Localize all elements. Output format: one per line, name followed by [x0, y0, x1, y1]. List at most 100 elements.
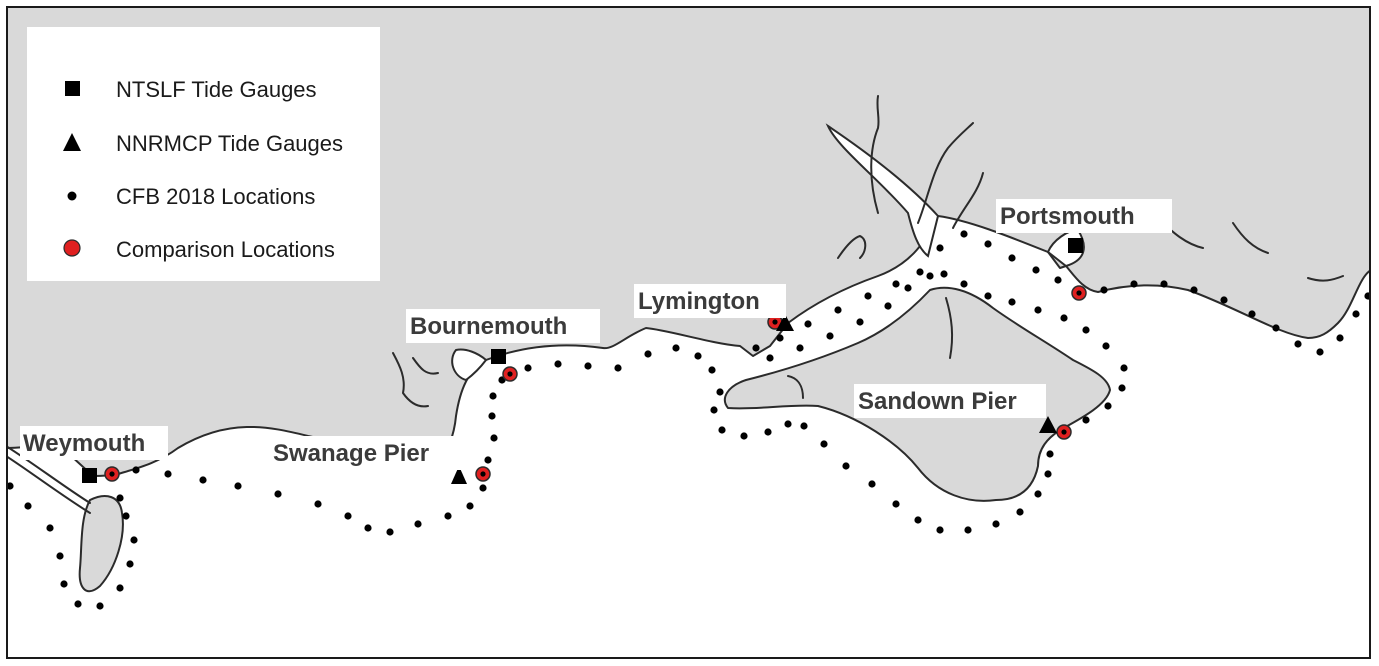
cfb-location-dot: [834, 306, 842, 314]
cfb-location-dot: [884, 302, 892, 310]
cfb-location-dot: [936, 526, 944, 534]
cfb-location-dot: [940, 270, 948, 278]
cfb-location-dot: [116, 494, 124, 502]
cfb-location-dot: [1032, 266, 1040, 274]
gauge-portsmouth[interactable]: [1068, 238, 1083, 253]
gauge-swanage-pier[interactable]: [451, 466, 467, 484]
cfb-location-dot: [444, 512, 452, 520]
cfb-location-dot: [1294, 340, 1302, 348]
river-hamble: [952, 172, 984, 229]
legend-label-nnrmcp: NNRMCP Tide Gauges: [116, 131, 343, 156]
gauge-sandown-pier[interactable]: [1039, 416, 1057, 433]
red-circle-icon: [63, 239, 81, 257]
place-labels: Weymouth Swanage Pier Bournemouth Lyming…: [20, 199, 1172, 470]
cfb-location-dot: [24, 502, 32, 510]
cfb-location-dot: [796, 344, 804, 352]
cfb-location-dot: [936, 244, 944, 252]
cfb-location-dot: [800, 422, 808, 430]
cfb-location-dot: [984, 292, 992, 300]
cfb-location-dot: [524, 364, 532, 372]
cfb-location-dot: [132, 466, 140, 474]
cfb-location-dot: [489, 392, 497, 400]
cfb-location-dot: [864, 292, 872, 300]
yar-river: [787, 375, 804, 399]
cfb-location-dot: [694, 352, 702, 360]
cfb-location-dot: [1046, 450, 1054, 458]
nnrmcp-tide-gauges: [451, 314, 1057, 484]
cfb-location-dot: [1034, 490, 1042, 498]
cfb-location-dot: [74, 600, 82, 608]
label-portsmouth: Portsmouth: [1000, 203, 1135, 230]
ntslf-tide-gauges: [82, 238, 1083, 483]
cfb-location-dot: [364, 524, 372, 532]
cfb-location-dot: [964, 526, 972, 534]
cfb-location-dot: [644, 350, 652, 358]
cfb-location-dot: [1082, 416, 1090, 424]
cfb-location-dot: [414, 520, 422, 528]
triangle-icon: [63, 133, 81, 151]
cfb-location-dot: [916, 268, 924, 276]
legend-label-ntslf: NTSLF Tide Gauges: [116, 77, 317, 102]
gauge-lymington[interactable]: [776, 314, 794, 331]
cfb-location-dot: [992, 520, 1000, 528]
cfb-location-dot: [274, 490, 282, 498]
cfb-location-dot: [804, 320, 812, 328]
cfb-location-dot: [1100, 286, 1108, 294]
cfb-location-dot: [716, 388, 724, 396]
dot-icon: [67, 191, 77, 201]
cfb-location-dot: [1008, 254, 1016, 262]
cfb-location-dot: [1082, 326, 1090, 334]
chesil-beach: [8, 456, 91, 514]
cfb-location-dot: [1220, 296, 1228, 304]
cfb-location-dot: [234, 482, 242, 490]
isle-of-portland: [78, 495, 124, 593]
cfb-location-dot: [1044, 470, 1052, 478]
river-test: [870, 95, 880, 214]
cfb-location-dot: [718, 426, 726, 434]
cfb-location-dot: [164, 470, 172, 478]
label-lymington: Lymington: [638, 288, 760, 315]
beaulieu-river: [837, 235, 867, 259]
cfb-location-dot: [984, 240, 992, 248]
cfb-location-dot: [1336, 334, 1344, 342]
label-weymouth: Weymouth: [23, 430, 145, 457]
cfb-location-dot: [490, 434, 498, 442]
label-bournemouth: Bournemouth: [410, 313, 567, 340]
gauge-weymouth[interactable]: [82, 468, 97, 483]
cfb-location-dot: [892, 280, 900, 288]
cfb-location-dot: [488, 412, 496, 420]
legend-box: [27, 27, 380, 281]
cfb-location-dot: [764, 428, 772, 436]
comparison-locations: [104, 285, 1087, 482]
cfb-location-dot: [46, 524, 54, 532]
cfb-location-dot: [1118, 384, 1126, 392]
cfb-location-dot: [892, 500, 900, 508]
cfb-location-dot: [1034, 306, 1042, 314]
legend-label-comparison: Comparison Locations: [116, 237, 335, 262]
cfb-location-dot: [820, 440, 828, 448]
cfb-location-dot: [1120, 364, 1128, 372]
cfb-location-dot: [856, 318, 864, 326]
cfb-location-dot: [1190, 286, 1198, 294]
cfb-location-dot: [868, 480, 876, 488]
southampton-water: [825, 123, 940, 258]
cfb-location-dot: [708, 366, 716, 374]
legend-label-cfb: CFB 2018 Locations: [116, 184, 315, 209]
cfb-location-dot: [842, 462, 850, 470]
square-icon: [65, 81, 80, 96]
coastline-map[interactable]: Weymouth Swanage Pier Bournemouth Lyming…: [8, 8, 1369, 657]
cfb-location-dot: [584, 362, 592, 370]
label-swanage-pier: Swanage Pier: [273, 440, 429, 467]
cfb-location-dot: [784, 420, 792, 428]
cfb-location-dot: [752, 344, 760, 352]
cfb-location-dot: [116, 584, 124, 592]
cfb-2018-locations: [8, 230, 1369, 610]
cfb-location-dot: [466, 502, 474, 510]
cfb-location-dot: [826, 332, 834, 340]
gauge-bournemouth[interactable]: [491, 349, 506, 364]
river-itchen: [917, 122, 974, 224]
cfb-location-dot: [1272, 324, 1280, 332]
cfb-location-dot: [672, 344, 680, 352]
cfb-location-dot: [1160, 280, 1168, 288]
cfb-location-dot: [960, 280, 968, 288]
